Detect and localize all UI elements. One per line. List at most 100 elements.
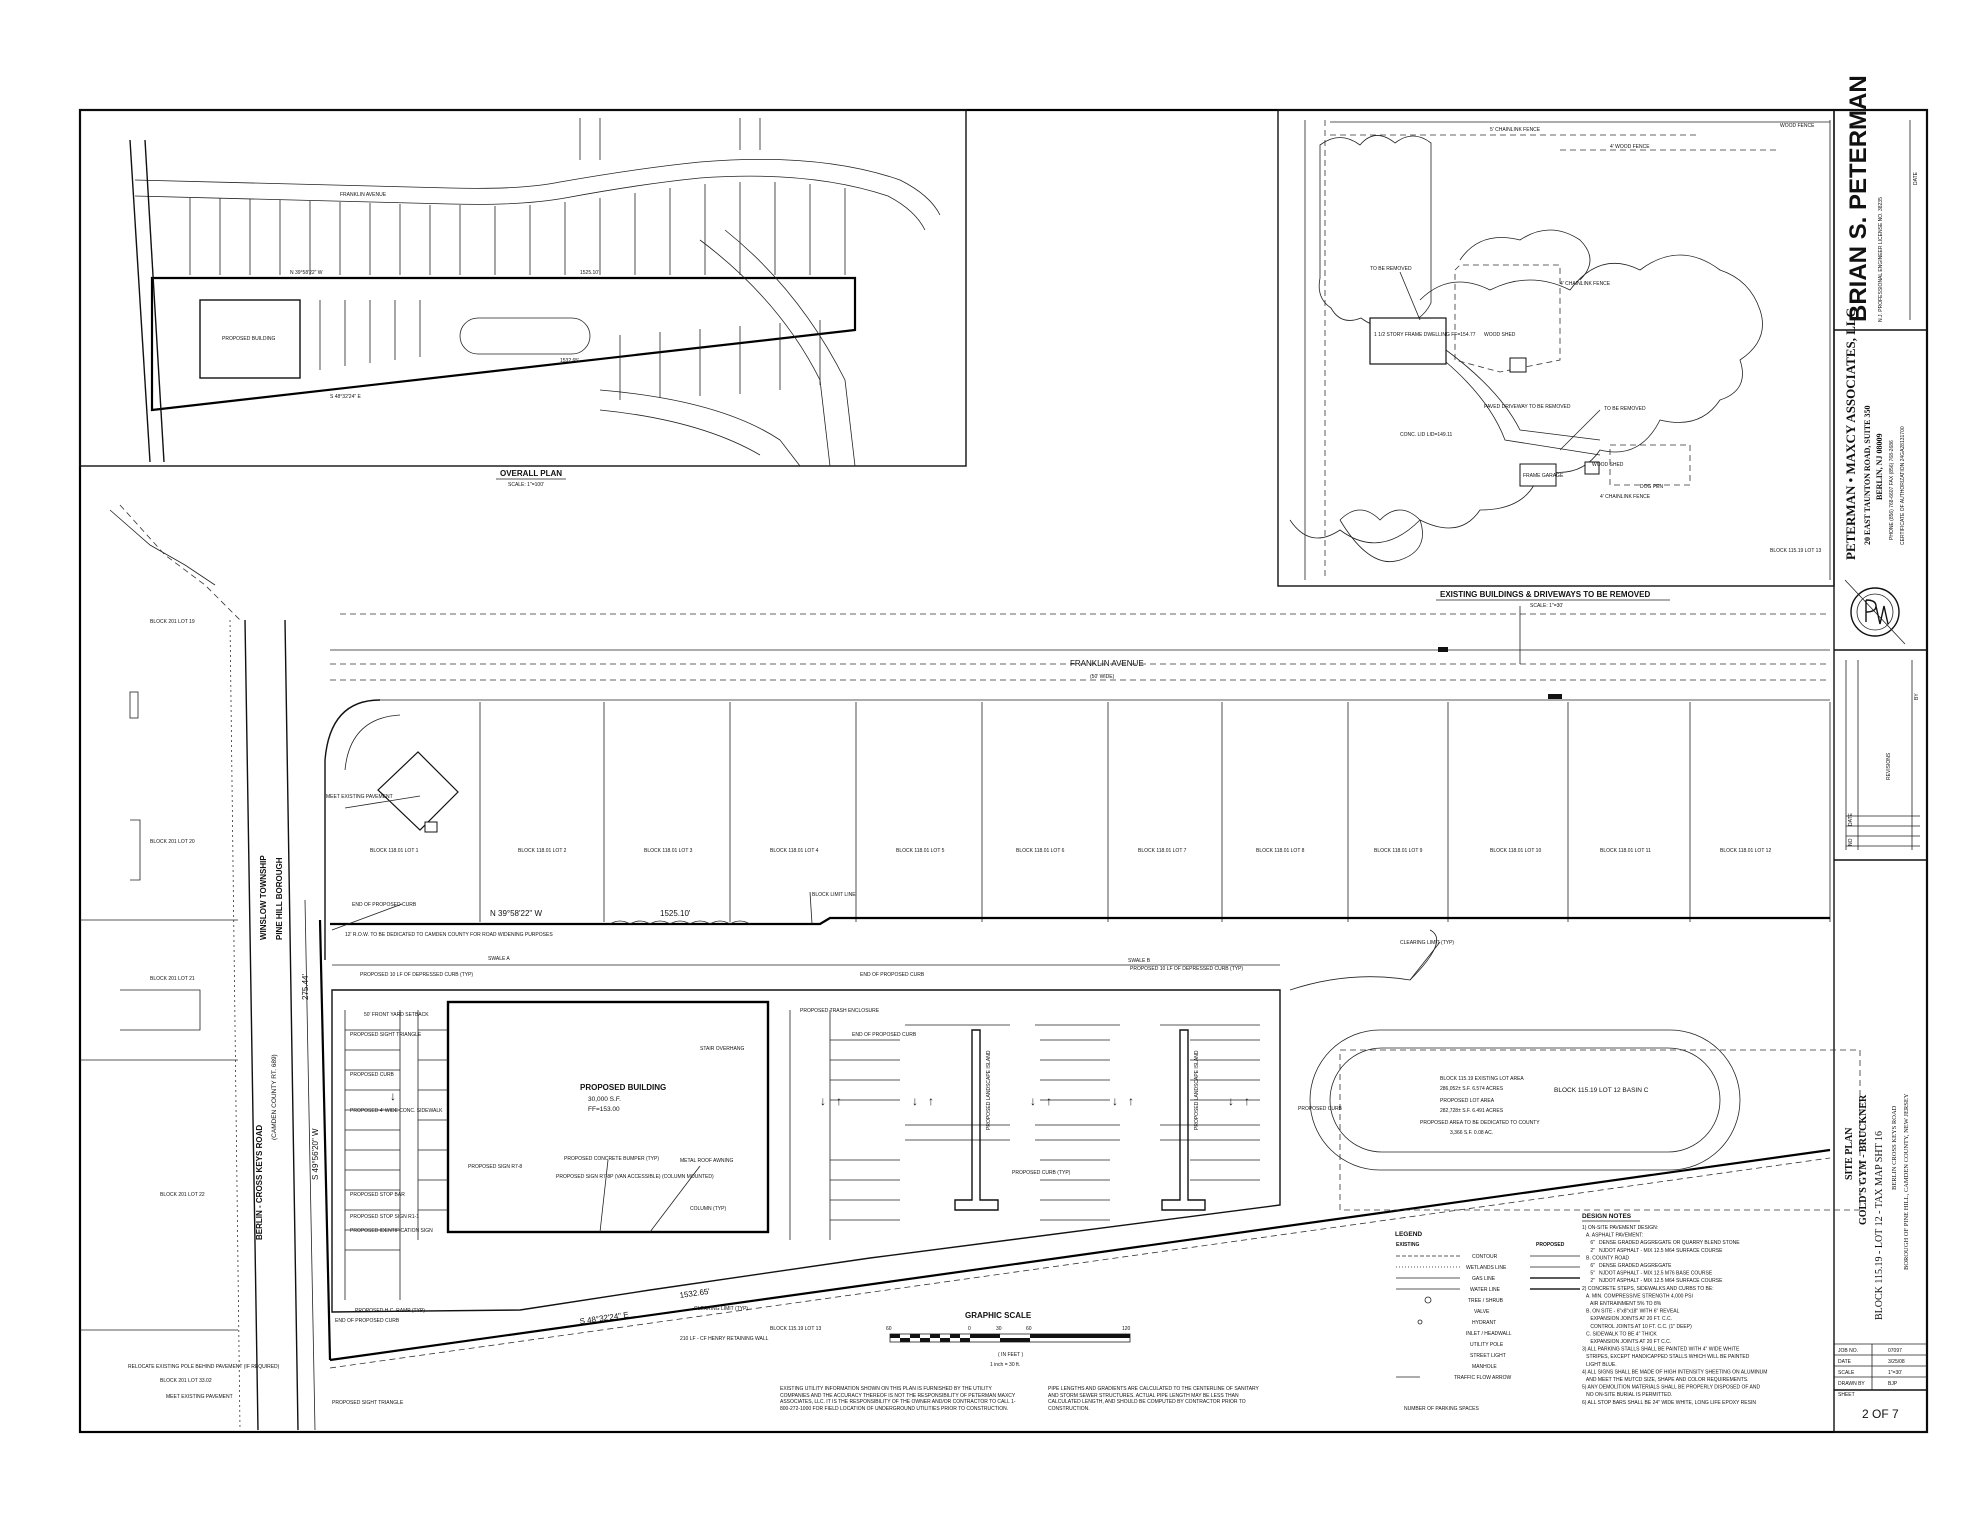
legend-item-traffic-flow: TRAFFIC FLOW ARROW [1454,1375,1512,1381]
svg-text:↑: ↑ [1244,1094,1250,1108]
overall-plan-title: OVERALL PLAN [500,469,562,478]
callout-end-curb3: END OF PROPOSED CURB [860,972,925,978]
west-lot-lines [80,919,238,1331]
inset-frame-garage [1519,463,1557,487]
graphic-scale: GRAPHIC SCALE 60 0 30 60 120 ( IN FEET )… [886,1311,1131,1368]
date-value: 3/25/08 [1888,1359,1905,1365]
job-no-label: JOB NO. [1838,1348,1858,1354]
design-note-line: 6" DENSE GRADED AGGREGATE OR QUARRY BLEN… [1582,1240,1740,1246]
design-note-line: 2) CONCRETE STEPS, SIDEWALKS AND CURBS T… [1582,1286,1714,1292]
callout-retaining-wall: 210 LF - CF HENRY RETAINING WALL [680,1336,769,1342]
inset-block-lot: BLOCK 115.19 LOT 13 [1770,548,1821,554]
legend-item-wetlands: WETLANDS LINE [1466,1265,1507,1271]
project-road: BERLIN CROSS KEYS ROAD [1891,1105,1898,1190]
callout-stop-sign: PROPOSED STOP SIGN R1-1 [350,1214,419,1220]
scale-tick-120: 120 [1122,1326,1131,1332]
overall-lot-lines [189,182,846,275]
dedication-label: PROPOSED AREA TO BE DEDICATED TO COUNTY [1420,1120,1540,1126]
site-bearing-north: N 39°58'22" W [490,909,542,918]
callout-meet-existing2: MEET EXISTING PAVEMENT [166,1394,233,1400]
legend-proposed-header: PROPOSED [1536,1242,1565,1248]
design-note-line: STRIPES, EXCEPT HANDICAPPED STALLS WHICH… [1582,1354,1750,1360]
callout-proposed-curb: PROPOSED CURB [350,1072,395,1078]
legend-item-hydrant: HYDRANT [1472,1320,1496,1326]
building-title: PROPOSED BUILDING [580,1083,666,1092]
revisions-no-header: NO [1848,838,1854,846]
firm-address: 20 EAST TAUNTON ROAD, SUITE 350 [1863,406,1872,545]
callout-swale-a: SWALE A [488,956,510,962]
design-note-line: LIGHT BLUE. [1582,1362,1617,1368]
overall-dist-north: 1525.10' [580,270,599,276]
job-info-table: JOB NO. 07097 DATE 3/25/08 SCALE 1"=30' … [1834,1343,1927,1421]
callout-block-limit: BLOCK LIMIT LINE [812,892,856,898]
existing-lot-label: BLOCK 115.19 EXISTING LOT AREA [1440,1076,1524,1082]
existing-buildings-inset: 5' CHAINLINK FENCE 4' WOOD FENCE WOOD FE… [1277,109,1835,587]
proposed-building [446,1000,770,1234]
callout-metal-roof: METAL ROOF AWNING [680,1158,734,1164]
legend-title: LEGEND [1395,1231,1422,1238]
project-location: BOROUGH OF PINE HILL, CAMDEN COUNTY, NEW… [1903,1093,1910,1270]
design-note-line: 2" NJDOT ASPHALT - MIX 12.5 M64 SURFACE … [1582,1278,1723,1284]
design-note-line: 6" DENSE GRADED AGGREGATE [1582,1263,1672,1269]
callout-sight-triangle2: PROPOSED SIGHT TRIANGLE [332,1400,404,1406]
svg-text:↑: ↑ [836,1094,842,1108]
design-notes-lines: 1) ON-SITE PAVEMENT DESIGN: A. ASPHALT P… [1582,1225,1767,1406]
overall-plan-scale: SCALE: 1"=100' [508,482,544,488]
landscape-island-1-label: PROPOSED LANDSCAPE ISLAND [986,1050,992,1130]
west-block-1: BLOCK 201 LOT 19 [150,619,195,625]
callout-relocate-pole: RELOCATE EXISTING POLE BEHIND PAVEMENT (… [128,1364,280,1370]
svg-text:↑: ↑ [1128,1094,1134,1108]
county-road: (CAMDEN COUNTY RT. 689) [271,1054,278,1140]
sheet-type: SITE PLAN [1844,1127,1855,1180]
callout-row-dedicated: 12' R.O.W. TO BE DEDICATED TO CAMDEN COU… [345,932,553,938]
overall-parking [319,300,421,370]
callout-sight-triangle: PROPOSED SIGHT TRIANGLE [350,1032,422,1038]
site-street-label: FRANKLIN AVENUE [1070,659,1144,668]
site-callouts: MEET EXISTING PAVEMENT END OF PROPOSED C… [128,794,1454,1406]
franklin-lot-labels: BLOCK 118.01 LOT 1 BLOCK 118.01 LOT 2 BL… [370,848,1771,854]
legend-item-street-light: STREET LIGHT [1470,1353,1506,1359]
title-block: BRIAN S. PETERMAN N.J. PROFESSIONAL ENGI… [1833,75,1928,1433]
callout-front-yard: 50' FRONT YARD SETBACK [364,1012,429,1018]
lot-6: BLOCK 118.01 LOT 6 [1016,848,1065,854]
svg-text:↓: ↓ [912,1094,918,1108]
design-note-line: EXPANSION JOINTS AT 20 FT C.C. [1582,1339,1671,1345]
inset-fence2: 4' WOOD FENCE [1610,144,1650,150]
revisions-header: REVISIONS [1886,752,1892,780]
lot-8: BLOCK 118.01 LOT 8 [1256,848,1305,854]
design-note-line: 5" NJDOT ASPHALT - MIX 12.5 M76 BASE COU… [1582,1271,1713,1277]
existing-lot-area: 286,052± S.F. 6.574 ACRES [1440,1086,1504,1092]
west-block-4: BLOCK 201 LOT 22 [160,1192,205,1198]
parking-stalls-east [789,1010,1260,1240]
stall-ticks [830,1039,1260,1221]
building-ff: FF=153.00 [588,1106,620,1113]
callout-end-curb4: END OF PROPOSED CURB [852,1032,917,1038]
inset-dog-pen: DOG PEN [1640,484,1663,490]
site-dist-south: 1532.65' [679,1287,711,1300]
legend-item-gas: GAS LINE [1472,1276,1496,1282]
design-note-line: C. SIDEWALK TO BE 4" THICK [1582,1331,1657,1337]
landscape-island-2 [1161,1029,1206,1211]
site-dist-north: 1525.10' [660,909,691,918]
svg-text:↓: ↓ [1030,1094,1036,1108]
proposed-lot-area: 282,728± S.F. 6.491 ACRES [1440,1108,1504,1114]
road-name: BERLIN - CROSS KEYS ROAD [255,1125,264,1240]
legend-item-tree: TREE / SHRUB [1468,1298,1504,1304]
svg-text:↑: ↑ [1046,1094,1052,1108]
design-notes: DESIGN NOTES 1) ON-SITE PAVEMENT DESIGN:… [1582,1213,1767,1406]
engineer-date-header: DATE [1913,171,1919,185]
project-block: BLOCK 115.19 - LOT 12 - TAX MAP SHT 16 [1874,1131,1885,1320]
borough-label: PINE HILL BOROUGH [275,857,284,940]
pipe-note: PIPE LENGTHS AND GRADIENTS ARE CALCULATE… [1048,1386,1259,1412]
date-label: DATE [1838,1359,1852,1365]
south-block-label: BLOCK 115.19 LOT 13 [770,1326,821,1332]
west-block-2: BLOCK 201 LOT 20 [150,839,195,845]
callout-proposed-curb2: PROPOSED CURB (TYP) [1012,1170,1071,1176]
drawn-by-value: BJP [1888,1381,1898,1387]
scale-tick-60: 60 [1026,1326,1032,1332]
revisions-by-header: BY [1914,693,1920,700]
inset-fence4: 4' CHAINLINK FENCE [1600,494,1651,500]
svg-text:↑: ↑ [928,1094,934,1108]
site-street-width: (50' WIDE) [1090,674,1115,680]
